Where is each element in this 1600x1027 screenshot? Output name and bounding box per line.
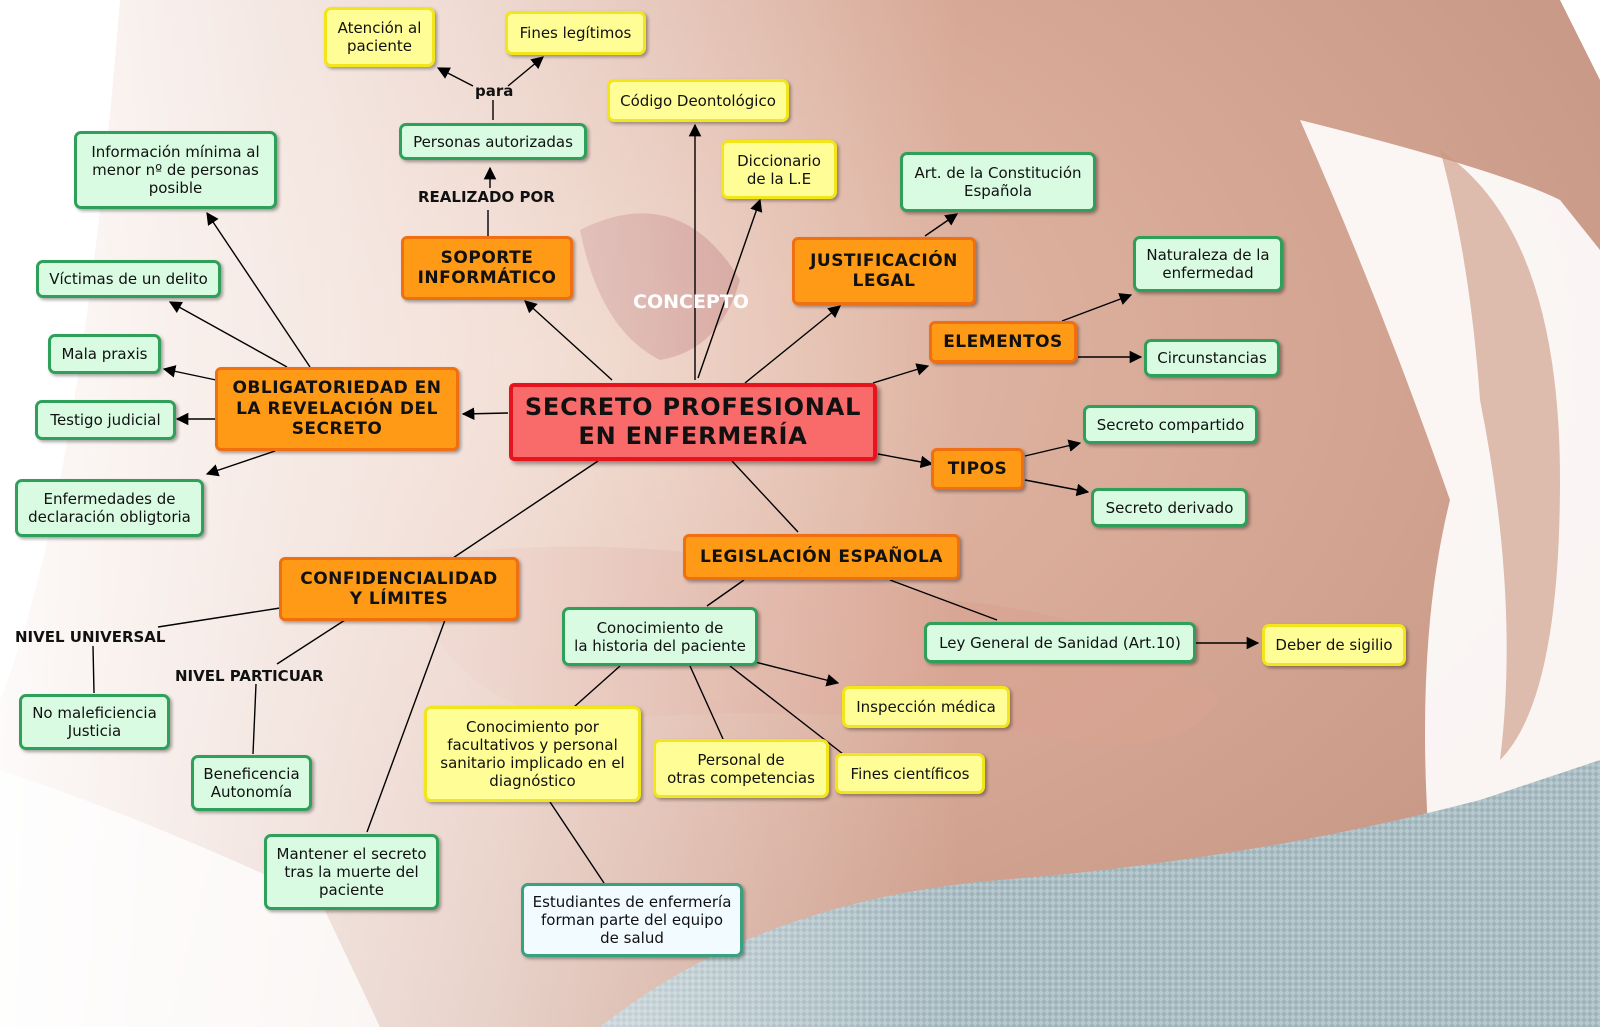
- node-diccionario-le: Diccionario de la L.E: [721, 140, 837, 199]
- node-secreto-derivado: Secreto derivado: [1091, 488, 1248, 527]
- node-testigo-judicial: Testigo judicial: [35, 400, 176, 440]
- node-ley-general-sanidad: Ley General de Sanidad (Art.10): [924, 622, 1196, 663]
- node-inspeccion-medica: Inspección médica: [842, 686, 1010, 728]
- node-circunstancias: Circunstancias: [1144, 339, 1280, 377]
- node-art-constitucion: Art. de la Constitución Española: [900, 152, 1096, 212]
- node-codigo-deontologico: Código Deontológico: [607, 79, 789, 122]
- node-personal-otras-competencias: Personal de otras competencias: [653, 739, 829, 798]
- label-para: para: [475, 82, 514, 100]
- node-estudiantes-enfermeria: Estudiantes de enfermería forman parte d…: [521, 883, 743, 957]
- node-informacion-minima: Información mínima al menor nº de person…: [74, 131, 277, 209]
- topic-justificacion-legal: JUSTIFICACIÓN LEGAL: [792, 237, 976, 305]
- node-fines-cientificos: Fines científicos: [835, 753, 985, 794]
- node-victimas-delito: Víctimas de un delito: [36, 260, 221, 298]
- topic-elementos: ELEMENTOS: [929, 321, 1077, 363]
- node-mantener-secreto: Mantener el secreto tras la muerte del p…: [264, 834, 439, 910]
- label-nivel-particular: NIVEL PARTICUAR: [175, 667, 324, 685]
- node-fines-legitimos: Fines legítimos: [505, 11, 646, 55]
- topic-confidencialidad: CONFIDENCIALIDAD Y LÍMITES: [279, 557, 519, 621]
- topic-obligatoriedad: OBLIGATORIEDAD EN LA REVELACIÓN DEL SECR…: [215, 367, 459, 451]
- node-secreto-compartido: Secreto compartido: [1083, 405, 1258, 444]
- node-mala-praxis: Mala praxis: [48, 334, 161, 374]
- label-concepto: CONCEPTO: [633, 291, 749, 313]
- label-realizado-por: REALIZADO POR: [418, 188, 555, 206]
- node-beneficencia: Beneficencia Autonomía: [191, 755, 312, 811]
- node-conocimiento-facultativos: Conocimiento por facultativos y personal…: [424, 706, 641, 802]
- node-deber-sigilio: Deber de sigilio: [1262, 624, 1406, 666]
- topic-soporte-informatico: SOPORTE INFORMÁTICO: [401, 236, 573, 300]
- node-atencion-paciente: Atención al paciente: [324, 7, 435, 67]
- central-topic: SECRETO PROFESIONAL EN ENFERMERÍA: [509, 383, 877, 461]
- label-nivel-universal: NIVEL UNIVERSAL: [15, 628, 166, 646]
- node-naturaleza-enfermedad: Naturaleza de la enfermedad: [1133, 236, 1283, 292]
- topic-tipos: TIPOS: [931, 448, 1024, 490]
- topic-legislacion-espanola: LEGISLACIÓN ESPAÑOLA: [683, 534, 960, 580]
- node-enfermedades-declaracion: Enfermedades de declaración obligtoria: [15, 479, 204, 537]
- node-conocimiento-historia: Conocimiento de la historia del paciente: [562, 607, 758, 666]
- node-personas-autorizadas: Personas autorizadas: [399, 123, 587, 160]
- node-no-maleficiencia: No maleficiencia Justicia: [19, 694, 170, 750]
